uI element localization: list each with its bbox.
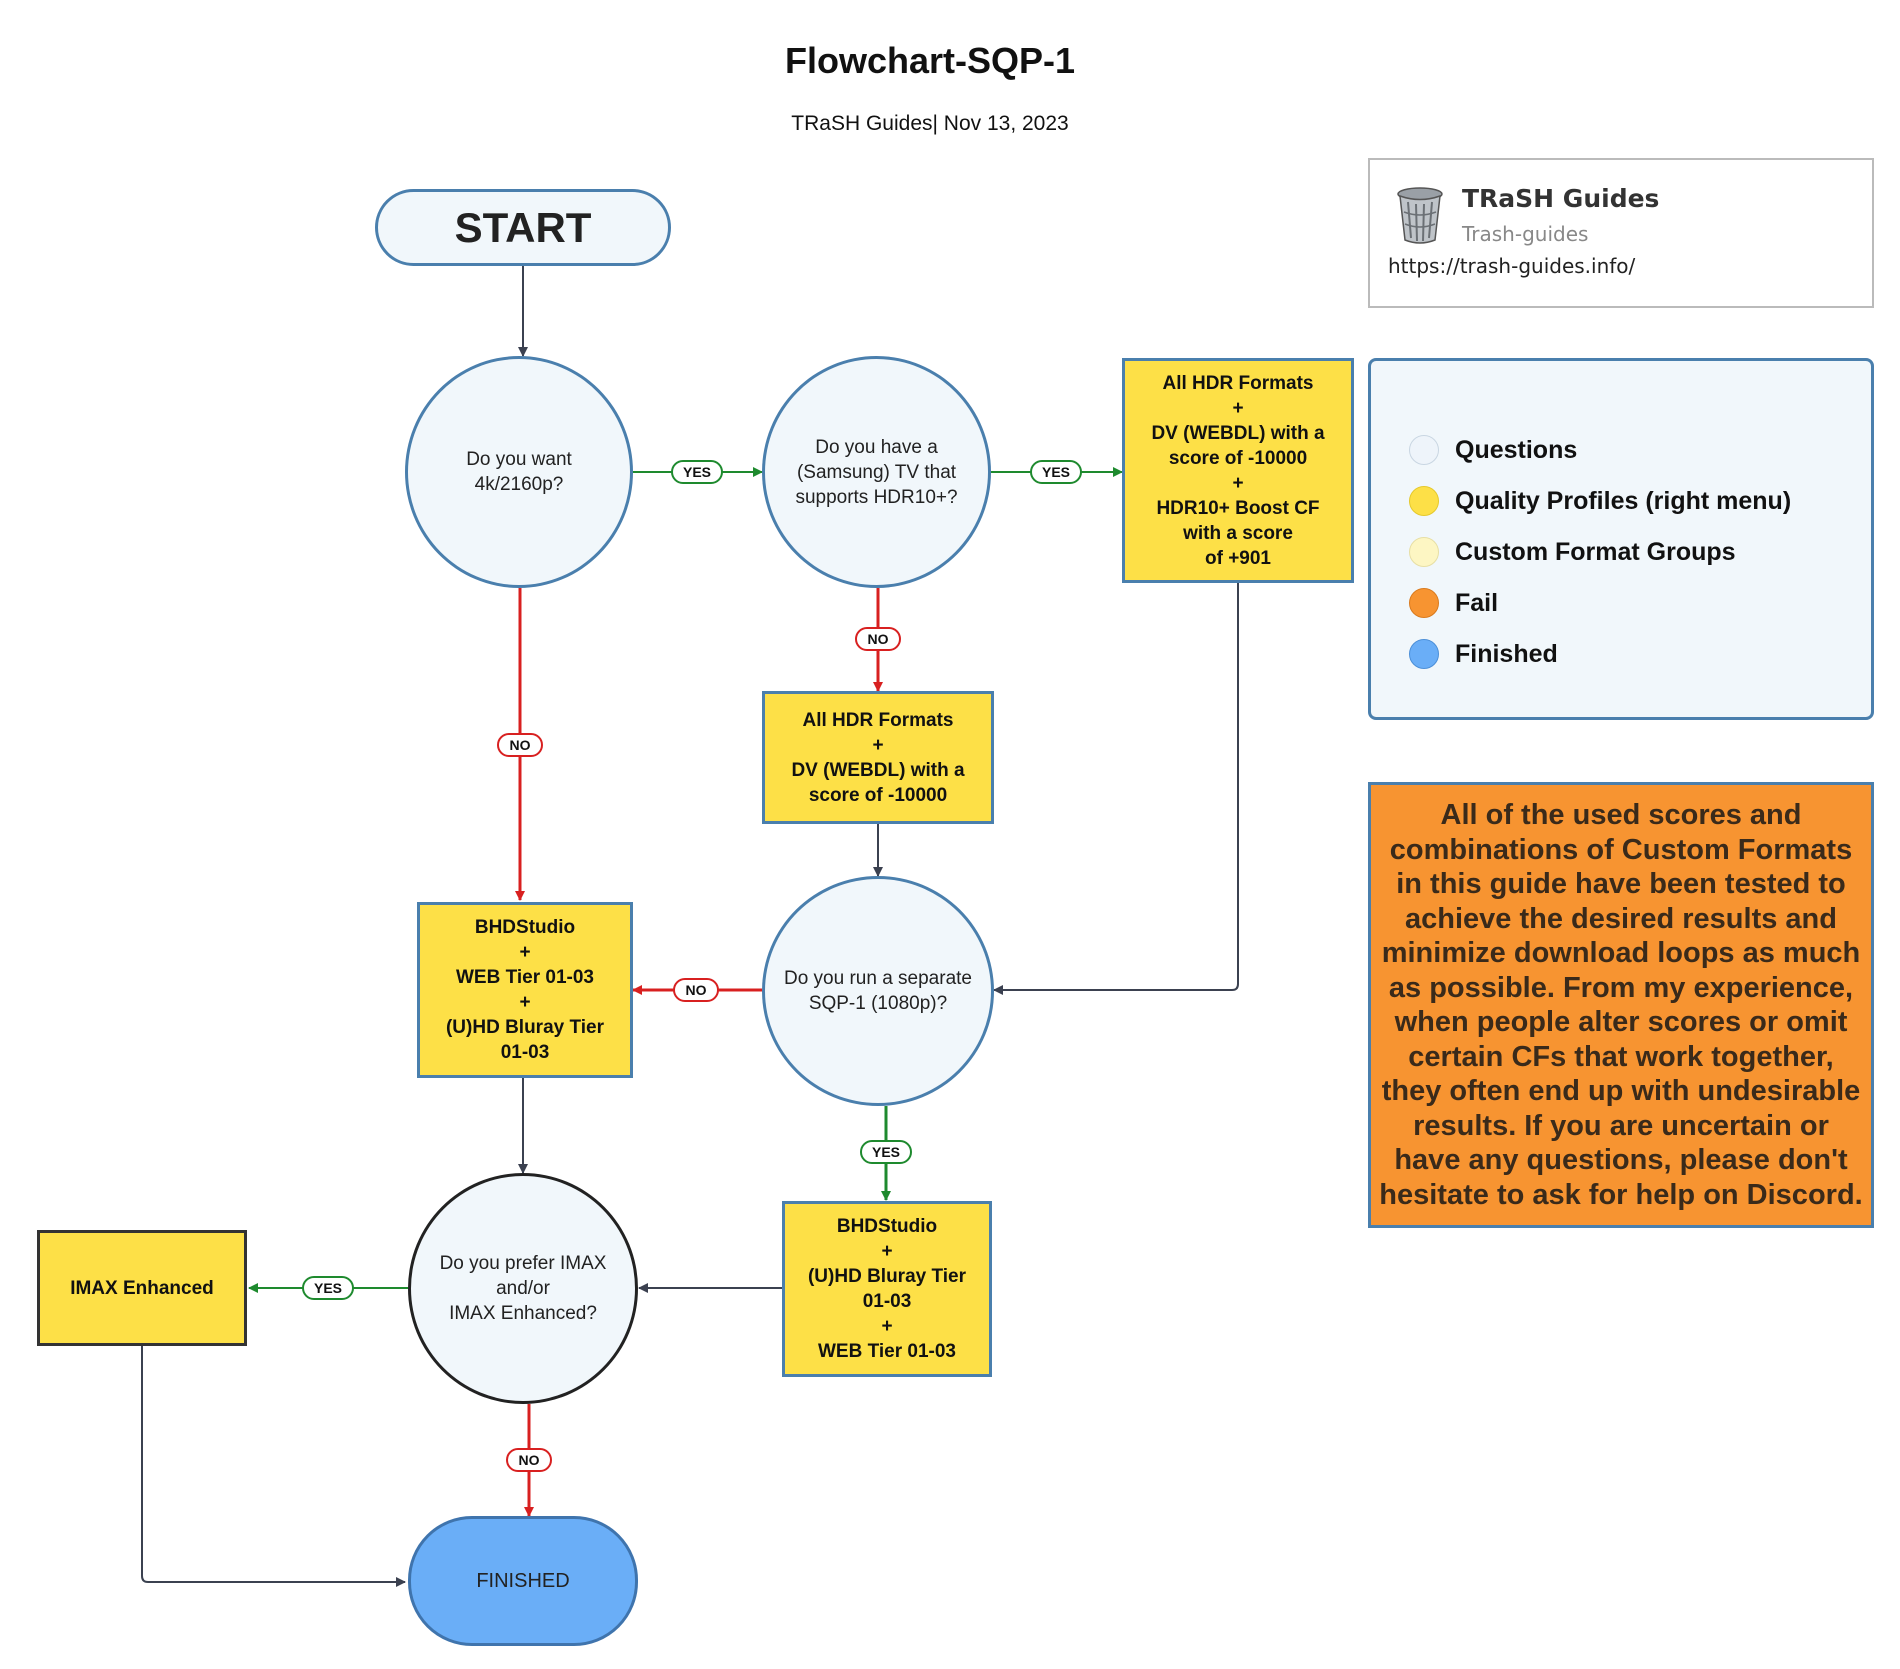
profile-hdr10plus-boost: All HDR Formats + DV (WEBDL) with a scor…	[1122, 358, 1354, 583]
edge-label-no: NO	[855, 627, 901, 651]
diagram-subtitle: TRaSH Guides| Nov 13, 2023	[791, 112, 1069, 135]
profile-bhdstudio-web-tier: BHDStudio + WEB Tier 01-03 + (U)HD Blura…	[417, 902, 633, 1078]
legend-label: Questions	[1455, 435, 1578, 464]
legend-swatch	[1409, 639, 1439, 669]
legend-label: Custom Format Groups	[1455, 537, 1736, 566]
legend-swatch	[1409, 435, 1439, 465]
edge-label-yes: YES	[671, 460, 723, 484]
finished-node: FINISHED	[408, 1516, 638, 1646]
legend-item-custom-format-groups: Custom Format Groups	[1409, 535, 1736, 569]
card-url-link[interactable]: https://trash-guides.info/	[1388, 254, 1636, 278]
profile-bhdstudio-bluray-tier: BHDStudio + (U)HD Bluray Tier 01-03 + WE…	[782, 1201, 992, 1377]
edge-label-yes: YES	[302, 1276, 354, 1300]
question-4k: Do you want 4k/2160p?	[405, 356, 633, 588]
profile-all-hdr-formats: All HDR Formats + DV (WEBDL) with a scor…	[762, 691, 994, 824]
legend-item-quality-profiles: Quality Profiles (right menu)	[1409, 484, 1791, 518]
edge-label-yes: YES	[1030, 460, 1082, 484]
legend-item-finished: Finished	[1409, 637, 1558, 671]
disclaimer-note: All of the used scores and combinations …	[1368, 782, 1874, 1228]
legend-swatch	[1409, 588, 1439, 618]
edge-label-no: NO	[506, 1448, 552, 1472]
diagram-title: Flowchart-SQP-1	[784, 40, 1076, 81]
card-site-name: TRaSH Guides	[1462, 184, 1660, 213]
legend-label: Finished	[1455, 639, 1558, 668]
edge-label-no: NO	[497, 733, 543, 757]
legend: Questions Quality Profiles (right menu) …	[1368, 358, 1874, 720]
start-node: START	[375, 189, 671, 266]
legend-swatch	[1409, 486, 1439, 516]
edge-label-no: NO	[673, 978, 719, 1002]
legend-item-fail: Fail	[1409, 586, 1498, 620]
edge-imax-enhanced-to-finished	[141, 1346, 406, 1587]
trash-guides-link-card[interactable]: TRaSH Guides Trash-guides https://trash-…	[1368, 158, 1874, 308]
profile-imax-enhanced: IMAX Enhanced	[37, 1230, 247, 1346]
edge-hdr10plus-to-sqp1	[993, 583, 1239, 995]
question-separate-sqp1: Do you run a separate SQP-1 (1080p)?	[762, 876, 994, 1106]
legend-label: Quality Profiles (right menu)	[1455, 486, 1792, 515]
legend-item-questions: Questions	[1409, 433, 1577, 467]
card-handle: Trash-guides	[1462, 222, 1589, 246]
trash-can-icon	[1397, 187, 1443, 244]
question-samsung-hdr10plus: Do you have a (Samsung) TV that supports…	[762, 356, 991, 588]
legend-label: Fail	[1455, 588, 1499, 617]
question-imax: Do you prefer IMAX and/or IMAX Enhanced?	[408, 1173, 638, 1404]
legend-swatch	[1409, 537, 1439, 567]
edge-label-yes: YES	[860, 1140, 912, 1164]
